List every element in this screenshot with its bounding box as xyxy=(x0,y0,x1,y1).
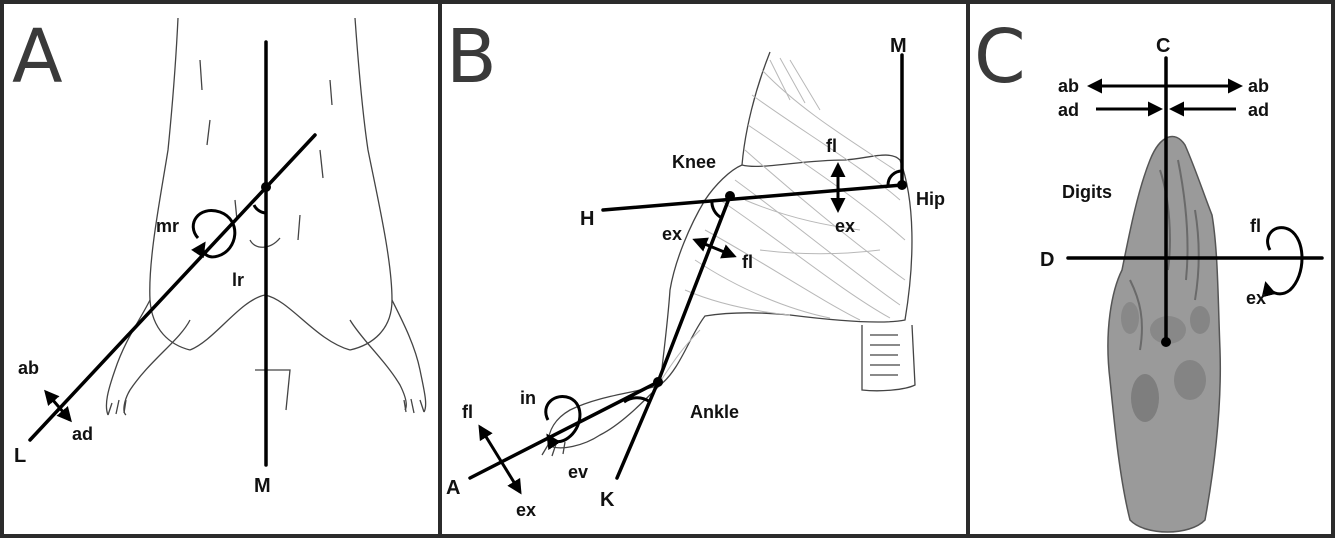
label-a: A xyxy=(446,477,460,499)
label-m-b: M xyxy=(890,35,907,57)
label-ex-hip: ex xyxy=(835,216,855,236)
label-ad: ad xyxy=(72,424,93,444)
joint-digit xyxy=(1161,337,1171,347)
angle-mark xyxy=(254,205,266,213)
ab-ad-arrow xyxy=(46,392,70,420)
label-fl-ankle: fl xyxy=(462,402,473,422)
rotation-arrow-fl-ex xyxy=(1266,228,1302,294)
label-l: L xyxy=(14,445,26,467)
fl-ex-arrow-ankle xyxy=(480,427,520,492)
label-ex-ankle: ex xyxy=(516,500,536,520)
label-digits: Digits xyxy=(1062,182,1112,202)
label-ad-right: ad xyxy=(1248,100,1269,120)
angle-mark-ankle xyxy=(624,398,650,402)
label-fl-hip: fl xyxy=(826,136,837,156)
axis-l xyxy=(30,135,315,440)
panel-c: C C ab ab ad ad Digits D fl ex xyxy=(974,14,1322,532)
label-ad-left: ad xyxy=(1058,100,1079,120)
angle-mark-knee xyxy=(712,200,722,218)
label-h: H xyxy=(580,208,594,230)
rotation-arrow-mr-lr xyxy=(193,211,235,257)
label-m: M xyxy=(254,475,271,497)
label-ex-c: ex xyxy=(1246,288,1266,308)
joint-ankle xyxy=(653,377,663,387)
label-d: D xyxy=(1040,249,1054,271)
label-in: in xyxy=(520,388,536,408)
panel-letter-a: A xyxy=(12,14,63,100)
label-ab-right: ab xyxy=(1248,76,1269,96)
panel-letter-b: B xyxy=(446,14,497,100)
label-knee: Knee xyxy=(672,152,716,172)
label-ab: ab xyxy=(18,358,39,378)
panel-letter-c: C xyxy=(974,14,1026,100)
label-ab-left: ab xyxy=(1058,76,1079,96)
joint-hip xyxy=(261,182,271,192)
label-ev: ev xyxy=(568,462,588,482)
label-hip: Hip xyxy=(916,189,945,209)
ex-fl-arrow-knee xyxy=(695,240,734,256)
label-c: C xyxy=(1156,35,1170,57)
label-fl-knee: fl xyxy=(742,252,753,272)
label-lr: lr xyxy=(232,270,244,290)
joint-knee xyxy=(725,191,735,201)
label-ex-knee: ex xyxy=(662,224,682,244)
label-ankle: Ankle xyxy=(690,402,739,422)
foot-photo-silhouette xyxy=(1108,137,1220,532)
axis-h xyxy=(603,185,902,210)
panel-a: A mr lr ab ad L M xyxy=(12,14,426,497)
label-mr: mr xyxy=(156,216,179,236)
label-k: K xyxy=(600,489,615,511)
joint-hip-b xyxy=(897,180,907,190)
panel-b: B fl ex Knee Hip M H xyxy=(446,14,945,520)
label-fl-c: fl xyxy=(1250,216,1261,236)
